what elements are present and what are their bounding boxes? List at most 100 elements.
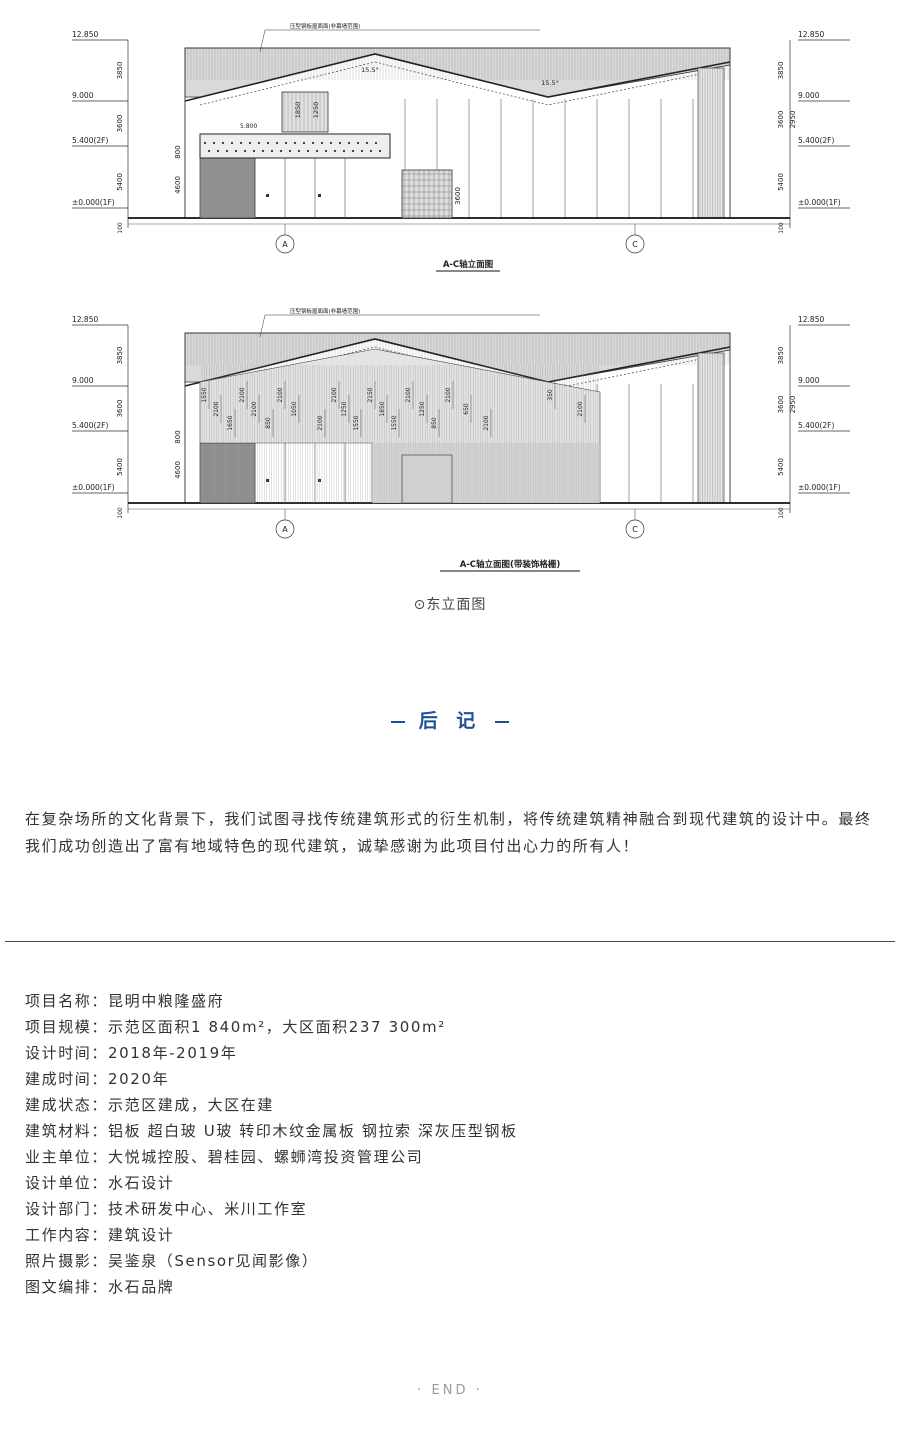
- band-dot: [365, 141, 369, 145]
- drawing-label: 9.000: [798, 376, 820, 385]
- band-dot: [248, 141, 252, 145]
- drawing-label: 1250: [341, 401, 348, 416]
- drawing-label: 1550: [353, 415, 360, 430]
- band-dot: [360, 149, 364, 153]
- band-dot: [378, 149, 382, 153]
- drawing-label: 3850: [116, 347, 124, 365]
- drawing-label: 3600: [116, 115, 124, 133]
- band-dot: [302, 141, 306, 145]
- divider: [5, 941, 895, 942]
- band-dot: [216, 149, 220, 153]
- roof-eave: [184, 338, 731, 387]
- band-dot: [257, 141, 261, 145]
- drawing-label: 1550: [391, 415, 398, 430]
- project-info-item: 业主单位：大悦城控股、碧桂园、螺蛳湾投资管理公司: [25, 1148, 424, 1166]
- drawing-label: 2950: [789, 396, 797, 414]
- drawing-label: 5.800: [240, 123, 257, 130]
- postscript-paragraph: 在复杂场所的文化背景下，我们试图寻找传统建筑形式的衍生机制，将传统建筑精神融合到…: [25, 810, 872, 855]
- drawing-label: 2100: [239, 387, 246, 402]
- drawing-label: 5.400(2F): [798, 421, 834, 430]
- band-dot: [342, 149, 346, 153]
- band-dot: [270, 149, 274, 153]
- project-info-item: 设计单位：水石设计: [25, 1174, 175, 1192]
- drawing-label: 5.400(2F): [798, 136, 834, 145]
- band-dot: [329, 141, 333, 145]
- drawing-label: A: [282, 240, 288, 249]
- drawing-label: 3850: [777, 62, 785, 80]
- drawing-label: 1850: [294, 102, 302, 119]
- drawing-label: 2100: [445, 387, 452, 402]
- drawing-label: 3600: [454, 187, 462, 205]
- drawing-label: 3850: [777, 347, 785, 365]
- axis-bubble: [625, 234, 645, 254]
- drawing-label: 5400: [116, 458, 124, 476]
- drawing-label: 3850: [116, 62, 124, 80]
- drawing-label: 12.850: [798, 315, 824, 324]
- drawing-label: 1650: [227, 415, 234, 430]
- ground-grille: [199, 442, 256, 504]
- drawing-label: 2150: [367, 387, 374, 402]
- drawing-label: 2100: [277, 387, 284, 402]
- band-dot: [369, 149, 373, 153]
- band-dot: [333, 149, 337, 153]
- project-info-item: 建筑材料：铝板 超白玻 U玻 转印木纹金属板 钢拉索 深灰压型钢板: [25, 1122, 518, 1140]
- axis-bubble: [625, 519, 645, 539]
- drawing-label: 100: [117, 222, 124, 234]
- drawing-label: ±0.000(1F): [72, 483, 115, 492]
- drawing-label: 15.5°: [361, 66, 379, 74]
- band-dot: [297, 149, 301, 153]
- project-info-item: 项目名称：昆明中粮隆盛府: [25, 992, 225, 1010]
- heading-dash-right: [495, 720, 510, 723]
- drawing-label: 5.400(2F): [72, 421, 108, 430]
- project-info-item: 设计部门：技术研发中心、米川工作室: [25, 1200, 308, 1218]
- drawing-label: 850: [265, 417, 272, 429]
- band-dot: [221, 141, 225, 145]
- section-heading: 后 记: [0, 706, 900, 733]
- band-dot: [347, 141, 351, 145]
- door-handle: [266, 479, 269, 482]
- drawing-label: 12.850: [798, 30, 824, 39]
- band-dot: [356, 141, 360, 145]
- project-info-item: 建成状态：示范区建成，大区在建: [25, 1096, 275, 1114]
- band-dot: [243, 149, 247, 153]
- band-dot: [351, 149, 355, 153]
- lattice-screen: [401, 169, 453, 219]
- drawing-label: ±0.000(1F): [72, 198, 115, 207]
- drawing-line: [259, 29, 266, 53]
- band-dot: [324, 149, 328, 153]
- drawing-label: A-C轴立面图(带装饰格栅): [460, 559, 561, 570]
- drawing-label: 2100: [483, 415, 490, 430]
- end-mark: · END ·: [417, 1383, 483, 1398]
- band-dot: [225, 149, 229, 153]
- drawing-label: 4600: [174, 461, 182, 479]
- project-info-item: 工作内容：建筑设计: [25, 1226, 175, 1244]
- drawing-label: 5400: [777, 173, 785, 191]
- project-info-item: 项目规模：示范区面积1 840m²，大区面积237 300m²: [25, 1018, 446, 1036]
- heading-dash-left: [390, 720, 405, 723]
- drawing-label: 2100: [251, 401, 258, 416]
- band-dot: [338, 141, 342, 145]
- roof-eave-dotted: [199, 61, 721, 106]
- lattice-screen: [401, 454, 453, 504]
- drawing-label: ±0.000(1F): [798, 198, 841, 207]
- project-info-list: 项目名称：昆明中粮隆盛府项目规模：示范区面积1 840m²，大区面积237 30…: [25, 988, 885, 1300]
- drawing-label: 9.000: [72, 376, 94, 385]
- band-dot: [279, 149, 283, 153]
- project-info-item: 设计时间：2018年-2019年: [25, 1044, 238, 1062]
- band-dot: [212, 141, 216, 145]
- band-dot: [230, 141, 234, 145]
- band-dot: [293, 141, 297, 145]
- corner-screen: [697, 352, 725, 504]
- drawing-label: 压型钢板屋面面(非幕墙范围): [290, 307, 360, 315]
- drawing-label: ±0.000(1F): [798, 483, 841, 492]
- band-dot: [239, 141, 243, 145]
- drawing-label: 1250: [312, 102, 320, 119]
- drawing-label: 2100: [405, 387, 412, 402]
- project-info-item: 图文编排：水石品牌: [25, 1278, 175, 1296]
- drawing-label: 3600: [777, 396, 785, 414]
- drawing-label: 800: [174, 430, 182, 443]
- drawing-label: 1850: [379, 401, 386, 416]
- drawing-label: 800: [174, 145, 182, 158]
